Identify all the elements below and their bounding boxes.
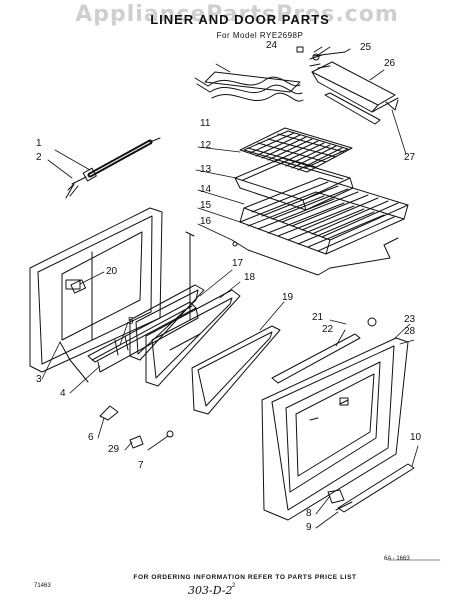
oven-liner-panel-3 xyxy=(29,207,195,383)
part-label-8: 8 xyxy=(306,508,312,519)
model-number: For Model RYE2698P xyxy=(216,31,304,40)
diagram-title: LINER AND DOOR PARTS xyxy=(150,12,330,27)
part-label-22: 22 xyxy=(322,324,334,335)
door-gasket-19 xyxy=(191,325,281,415)
page-number: 2 xyxy=(232,583,236,589)
part-label-4: 4 xyxy=(60,388,66,399)
oven-rack-14-15 xyxy=(239,177,409,255)
part-label-9: 9 xyxy=(306,522,312,533)
part-label-5: 5 xyxy=(128,316,134,327)
trim-strip-22 xyxy=(271,333,361,384)
part-label-15: 15 xyxy=(200,200,212,211)
drawing-code: 6A - 1663 xyxy=(384,556,410,562)
broil-element-11 xyxy=(194,71,304,102)
part-label-18: 18 xyxy=(244,272,256,283)
part-label-3: 3 xyxy=(36,374,42,385)
inner-door-glass-17 xyxy=(129,284,205,361)
lamp-21 xyxy=(367,317,377,327)
part-label-26: 26 xyxy=(384,58,396,69)
part-label-23: 23 xyxy=(404,314,416,325)
handwritten-note: 303-D-2 xyxy=(188,584,233,597)
part-label-10: 10 xyxy=(410,432,422,443)
leader-lines xyxy=(41,46,419,529)
part-label-6: 6 xyxy=(88,432,94,443)
part-label-21: 21 xyxy=(312,312,324,323)
rack-guide-16 xyxy=(231,237,399,276)
part-label-17: 17 xyxy=(232,258,244,269)
part-label-29: 29 xyxy=(108,444,120,455)
watermark: AppliancePartsPros.com xyxy=(75,2,399,27)
terminal-block-1-2 xyxy=(65,137,161,199)
part-label-16: 16 xyxy=(200,216,212,227)
hardware-24-25 xyxy=(296,46,351,61)
part-label-11: 11 xyxy=(200,118,211,129)
door-hinge-8-9 xyxy=(327,489,353,511)
part-label-19: 19 xyxy=(282,292,294,303)
part-label-25: 25 xyxy=(360,42,372,53)
part-label-28: 28 xyxy=(404,326,416,337)
part-label-27: 27 xyxy=(404,152,416,163)
part-label-20: 20 xyxy=(106,266,118,277)
part-label-13: 13 xyxy=(200,164,212,175)
bracket-20 xyxy=(65,279,81,290)
bake-element-26-27 xyxy=(309,61,399,125)
part-label-7: 7 xyxy=(138,460,144,471)
part-label-2: 2 xyxy=(36,152,42,163)
door-panel-18 xyxy=(145,289,241,387)
part-label-1: 1 xyxy=(36,138,42,149)
outer-door-frame-23-28 xyxy=(261,337,409,521)
small-parts-6-29-7 xyxy=(99,405,174,449)
part-label-12: 12 xyxy=(200,140,212,151)
door-handle-10 xyxy=(337,463,415,513)
broiler-pan-13 xyxy=(234,157,354,211)
footer-note: FOR ORDERING INFORMATION REFER TO PARTS … xyxy=(133,574,357,581)
part-label-24: 24 xyxy=(266,40,278,51)
corner-code: 71463 xyxy=(34,583,51,589)
part-label-14: 14 xyxy=(200,184,212,195)
